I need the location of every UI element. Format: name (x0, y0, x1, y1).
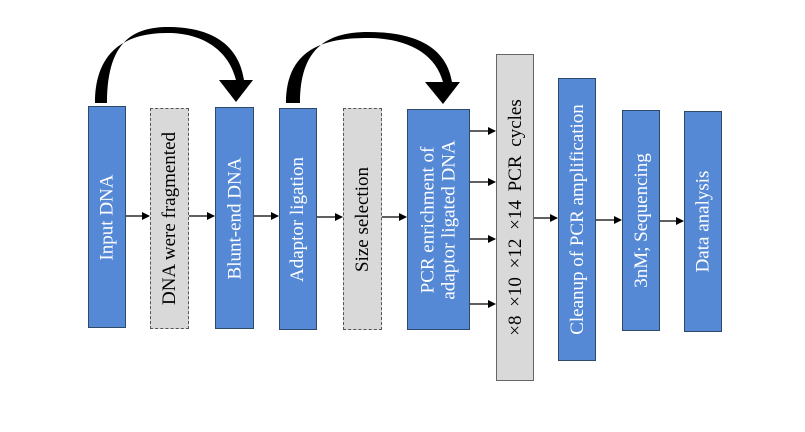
step-pcr-cycles: ×8 ×10 ×12 ×14 PCR cycles (496, 54, 534, 381)
step-label: DNA were fragmented (159, 131, 181, 306)
step-size-selection: Size selection (343, 108, 382, 330)
step-label: Adaptor ligation (287, 156, 309, 282)
step-sequencing: 3nM; Sequencing (622, 110, 660, 331)
step-label: Blunt-end DNA (224, 157, 245, 279)
step-label: 3nM; Sequencing (630, 153, 652, 288)
step-label-line-1: PCR enrichment of (417, 146, 439, 293)
step-adaptor-ligation: Adaptor ligation (279, 108, 317, 330)
step-label: Cleanup of PCR amplification (566, 104, 588, 335)
step-label: Data analysis (692, 170, 714, 273)
step-cleanup: Cleanup of PCR amplification (558, 78, 596, 361)
step-label-line-2: adaptor ligated DNA (438, 139, 460, 300)
step-pcr-enrichment: PCR enrichment of adaptor ligated DNA (407, 109, 470, 330)
curved-arrow-input-to-blunt (95, 27, 253, 103)
step-label: ×8 ×10 ×12 ×14 PCR cycles (504, 99, 526, 336)
step-data-analysis: Data analysis (684, 111, 722, 332)
step-input-dna: Input DNA (88, 106, 126, 328)
step-blunt-end-dna: Blunt-end DNA (215, 107, 254, 329)
step-label: PCR enrichment of adaptor ligated DNA (418, 140, 460, 299)
step-dna-fragmented: DNA were fragmented (150, 108, 189, 329)
curved-arrow-adaptor-to-pcr (286, 32, 460, 104)
step-label: Input DNA (96, 173, 118, 261)
step-label: Size selection (352, 166, 373, 272)
